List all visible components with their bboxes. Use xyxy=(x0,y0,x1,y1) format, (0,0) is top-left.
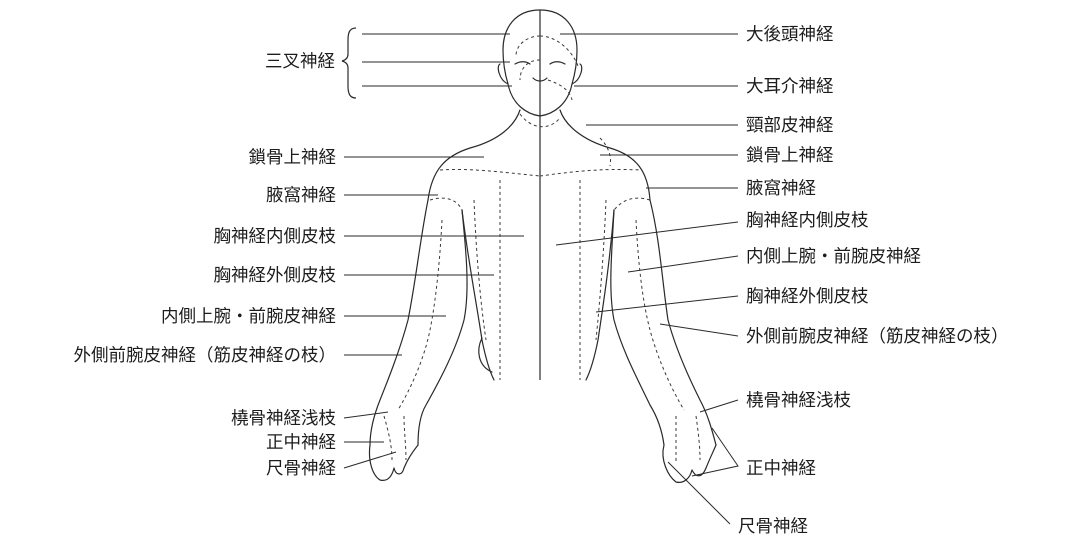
left-arm-outer xyxy=(370,200,428,445)
label-r-median: 正中神経 xyxy=(746,459,816,479)
label-r-medial-arm: 内側上腕・前腕皮神経 xyxy=(746,247,921,267)
leader-r-radial xyxy=(700,400,738,412)
left-arm-inner xyxy=(418,210,467,445)
zone-occipital xyxy=(540,36,578,100)
body-outline xyxy=(369,10,716,482)
label-r-thoracic-medial: 胸神経内側皮枝 xyxy=(746,211,869,231)
left-hand xyxy=(369,445,418,480)
leader-l-radial xyxy=(344,412,388,418)
right-arm-outer xyxy=(650,200,716,445)
label-r-cervical: 頸部皮神経 xyxy=(746,116,834,136)
zone-right-arm xyxy=(636,220,684,410)
zone-right-hand xyxy=(676,416,700,462)
right-hand xyxy=(663,445,716,482)
label-r-greater-occipital: 大後頭神経 xyxy=(746,25,834,45)
label-l-medial-arm: 内側上腕・前腕皮神経 xyxy=(161,307,336,327)
trigeminal-brace xyxy=(342,28,356,98)
label-l-thoracic-medial: 胸神経内側皮枝 xyxy=(214,227,337,247)
label-r-lateral-forearm: 外側前腕皮神経（筋皮神経の枝） xyxy=(746,327,1009,347)
torso-right xyxy=(586,210,614,380)
leader-lines xyxy=(344,34,738,524)
leader-r-medial-arm xyxy=(628,256,738,272)
label-l-median: 正中神経 xyxy=(266,433,336,453)
label-r-great-auricular: 大耳介神経 xyxy=(746,77,834,97)
label-l-trigeminal: 三叉神経 xyxy=(265,52,335,72)
zone-left-hand xyxy=(384,416,406,460)
label-l-ulnar: 尺骨神経 xyxy=(266,459,336,479)
label-l-thoracic-lateral: 胸神経外側皮枝 xyxy=(214,266,337,286)
left-labels: 三叉神経 鎖骨上神経 腋窩神経 胸神経内側皮枝 胸神経外側皮枝 内側上腕・前腕皮… xyxy=(74,52,337,479)
label-r-supraclavicular: 鎖骨上神経 xyxy=(746,146,834,166)
label-l-radial: 橈骨神経浅枝 xyxy=(231,409,336,429)
left-shoulder xyxy=(428,110,520,200)
label-r-ulnar: 尺骨神経 xyxy=(738,517,808,537)
leader-r-thoracic-medial xyxy=(556,222,738,245)
right-labels: 大後頭神経 大耳介神経 頸部皮神経 鎖骨上神経 腋窩神経 胸神経内側皮枝 内側上… xyxy=(738,25,1009,537)
label-r-radial: 橈骨神経浅枝 xyxy=(746,391,851,411)
zone-trigeminal xyxy=(516,36,540,80)
label-r-axillary: 腋窩神経 xyxy=(746,179,816,199)
label-r-thoracic-lateral: 胸神経外側皮枝 xyxy=(746,287,869,307)
zone-cervical xyxy=(520,114,611,166)
label-l-lateral-forearm: 外側前腕皮神経（筋皮神経の枝） xyxy=(74,346,337,366)
label-l-axillary: 腋窩神経 xyxy=(266,186,336,206)
label-l-supraclavicular: 鎖骨上神経 xyxy=(249,148,337,168)
dermatome-zones xyxy=(384,36,700,462)
leader-r-ulnar xyxy=(668,462,730,524)
